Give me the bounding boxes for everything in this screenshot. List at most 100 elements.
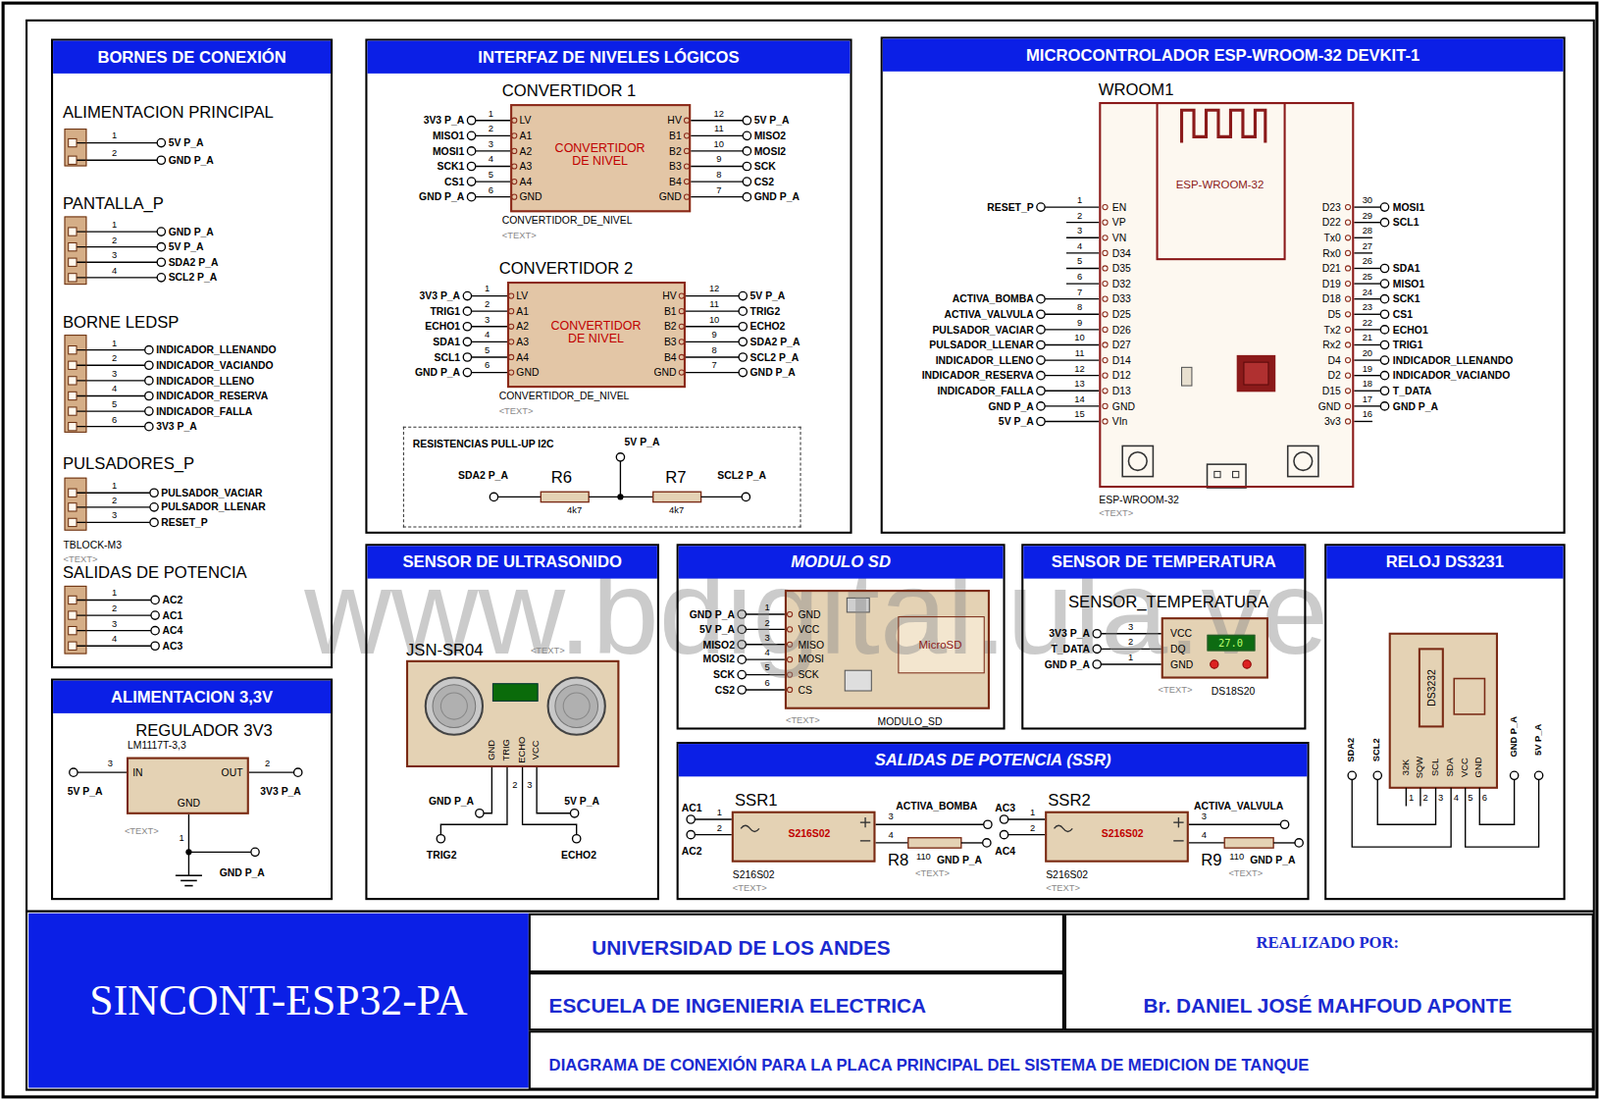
pin-marker [1344, 296, 1350, 302]
module-body: SSR1S216S02 [731, 811, 877, 863]
terminal-circle [156, 242, 165, 251]
pin-name: VIn [1112, 415, 1129, 427]
transducer-mesh [555, 684, 599, 728]
node-label: CONVERTIDOR 1 [502, 81, 637, 100]
pin-number: 7 [1077, 287, 1083, 298]
usb-pad [1233, 470, 1239, 477]
pin-number: 11 [714, 124, 724, 135]
pin-name: D12 [1112, 369, 1132, 381]
pin-number: 7 [712, 361, 718, 371]
net-label: AC2 [681, 845, 703, 857]
net-label: GND P_A [414, 366, 461, 378]
header-band: SENSOR DE TEMPERATURA [1023, 545, 1304, 578]
net-label: 3V3 P_A [418, 290, 461, 302]
wire [1008, 818, 1045, 820]
terminal-circle [463, 353, 471, 362]
pin-name: GND [1474, 757, 1485, 778]
terminal-circle [150, 517, 158, 526]
terminal-circle [616, 453, 624, 462]
pin-marker [683, 179, 689, 185]
wire [475, 180, 511, 182]
terminal-hole [68, 422, 77, 431]
part-caption: ESP-WROOM-32 [1098, 494, 1179, 506]
pin-number: 2 [484, 300, 490, 310]
pin-number: 110 [916, 851, 931, 862]
wire [685, 341, 739, 343]
pin-name: GND [659, 191, 682, 203]
node-label: S216S02 [787, 827, 830, 839]
pin-name: VP [1112, 216, 1127, 228]
pin-name: SCK [797, 669, 819, 680]
terminal-circle [742, 116, 751, 125]
terminal-circle [1036, 309, 1045, 318]
pin-number: 2 [111, 604, 117, 615]
pin-name: A3 [516, 336, 529, 348]
pin-name: D27 [1112, 339, 1132, 351]
pin-name: IN [132, 766, 143, 777]
terminal-circle [742, 193, 751, 202]
terminal-circle [742, 177, 751, 186]
node-label: CONVERTIDOR DE NIVEL [544, 318, 647, 346]
net-label: 5V P_A [750, 290, 786, 302]
terminal-circle [475, 809, 484, 818]
terminal-circle [150, 488, 158, 497]
pin-number: 13 [1074, 379, 1084, 390]
pin-name: OUT [221, 766, 244, 777]
pin-number: 3 [111, 368, 117, 379]
net-label: T_DATA [1393, 385, 1432, 397]
net-label: 5V P_A [998, 415, 1034, 427]
crystal-window [492, 683, 538, 702]
wire [471, 325, 508, 327]
inner-frame [26, 20, 1595, 1090]
pin-number: 5 [765, 663, 771, 673]
wire [72, 506, 151, 508]
header-band: SENSOR DE ULTRASONIDO [366, 545, 657, 578]
pin-marker [1102, 311, 1108, 317]
wire [1353, 420, 1373, 422]
pin-name: D22 [1322, 216, 1342, 228]
wire [1353, 405, 1381, 407]
pin-number: 5 [111, 400, 117, 411]
pin-marker [512, 163, 517, 169]
terminal-circle [1534, 771, 1543, 779]
net-label: SCK1 [1393, 293, 1421, 305]
net-label: MISO1 [432, 130, 465, 142]
panel: INTERFAZ DE NIVELES LÓGICOSCONVERTIDOR 1… [364, 39, 852, 534]
pin-name: GND [1170, 658, 1193, 670]
terminal-circle [1294, 838, 1303, 847]
pin-name: LV [516, 290, 528, 302]
wire [685, 295, 739, 297]
pin-number: 3 [765, 632, 771, 643]
pin-name: GND [177, 797, 201, 809]
pin-number: 2 [1077, 210, 1083, 221]
pin-name: D18 [1322, 293, 1342, 305]
pin-marker [786, 686, 792, 692]
terminal-hole [68, 517, 77, 526]
terminal-circle [738, 307, 747, 315]
net-label: TRIG2 [750, 305, 781, 316]
terminal-circle [1036, 386, 1045, 395]
pin-marker [1102, 204, 1108, 209]
pin-number: 3 [484, 314, 490, 325]
panel: RELOJ DS3231DS3232 [1324, 543, 1565, 900]
ac-symbol [1054, 825, 1074, 831]
wire [483, 767, 492, 814]
node-label: WROOM1 [1098, 80, 1175, 99]
pin-number: 1 [765, 603, 771, 614]
header-band: ALIMENTACION 3,3V [52, 680, 331, 714]
terminal-circle [436, 834, 445, 843]
pin-number: 1 [111, 481, 117, 492]
terminal-circle [983, 820, 992, 828]
wire [685, 371, 739, 373]
pin-marker [1102, 326, 1108, 332]
panel: SENSOR DE ULTRASONIDO JSN-SR04 [364, 543, 660, 900]
net-label: SDA2 P_A [458, 469, 509, 481]
terminal-circle [69, 768, 78, 776]
wire [1377, 778, 1436, 825]
pin-number: 12 [714, 108, 724, 119]
wire [1044, 359, 1099, 361]
net-label: RESET_P [986, 201, 1033, 212]
node-label: JSN-SR04 [406, 640, 484, 659]
net-label: MISO2 [703, 638, 735, 650]
wire [72, 599, 152, 601]
